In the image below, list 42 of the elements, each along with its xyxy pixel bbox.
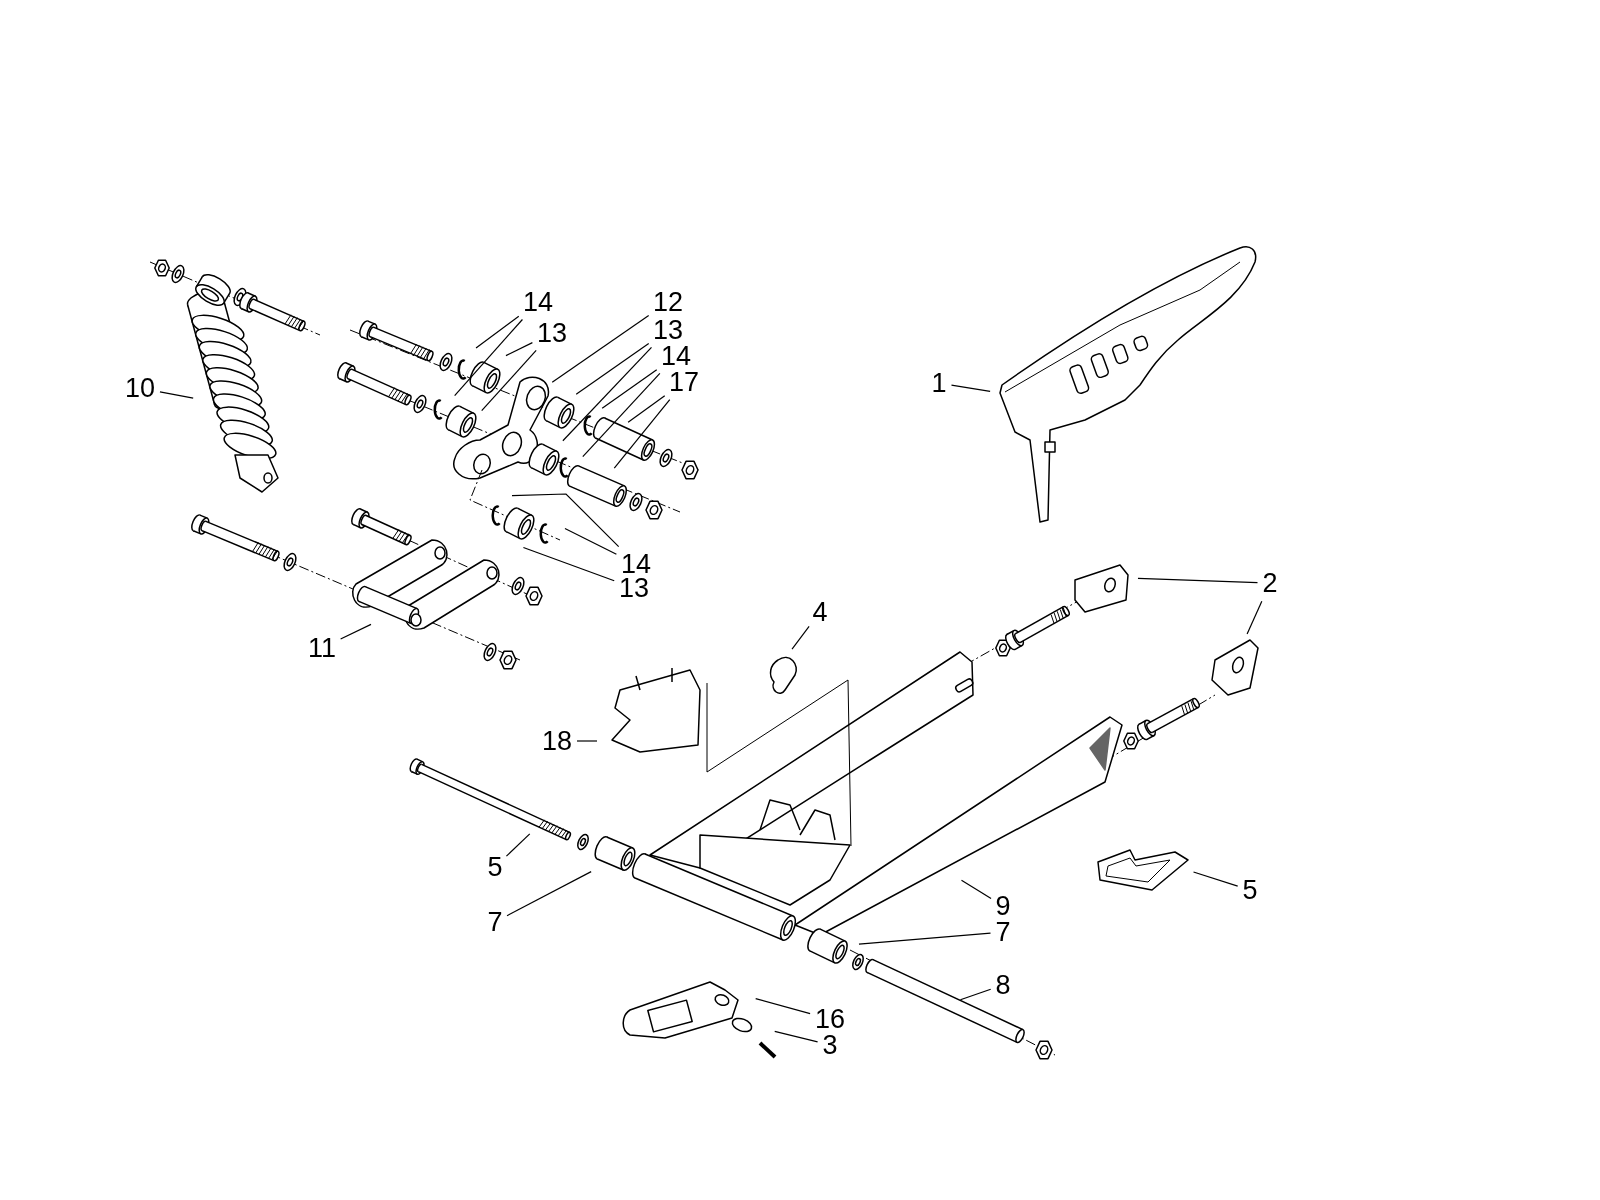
leader-line xyxy=(582,372,661,458)
callout-number: 11 xyxy=(307,633,337,663)
leader-line xyxy=(960,879,992,900)
leader-line xyxy=(159,391,194,399)
leader-line xyxy=(505,833,531,857)
leader-line xyxy=(1137,577,1259,584)
leader-line xyxy=(774,1030,819,1043)
callout-number: 14 xyxy=(522,287,554,317)
leader-line xyxy=(481,349,537,412)
leader-line xyxy=(551,314,650,383)
leader-line xyxy=(950,384,991,392)
leader-line xyxy=(340,623,372,640)
leader-line xyxy=(613,399,671,469)
callout-number: 10 xyxy=(124,373,156,403)
callout-number: 12 xyxy=(652,287,684,317)
leader-line xyxy=(522,546,615,582)
callout-number: 5 xyxy=(1241,875,1259,905)
callout-number: 5 xyxy=(486,852,504,882)
callout-number: 13 xyxy=(536,318,568,348)
leader-line xyxy=(959,988,992,1001)
leader-line xyxy=(506,871,592,917)
leader-line xyxy=(791,625,810,650)
callout-number: 18 xyxy=(541,726,573,756)
leader-line xyxy=(1192,871,1239,887)
leader-line xyxy=(601,369,658,409)
leader-line xyxy=(575,342,650,395)
leader-line xyxy=(627,395,666,423)
callout-number: 2 xyxy=(1261,568,1279,598)
leader-line xyxy=(1246,600,1263,635)
leader-line xyxy=(511,493,620,548)
callout-number: 4 xyxy=(811,597,829,627)
leader-line xyxy=(755,998,811,1015)
leader-line xyxy=(562,346,653,442)
leader-line xyxy=(576,740,598,742)
callout-number: 7 xyxy=(486,907,504,937)
callout-number: 8 xyxy=(994,970,1012,1000)
leader-line xyxy=(505,342,533,357)
callout-number: 1 xyxy=(930,368,948,398)
leader-line xyxy=(564,527,617,555)
leader-line xyxy=(454,318,523,397)
leader-line xyxy=(475,315,520,349)
leader-line xyxy=(858,932,992,945)
